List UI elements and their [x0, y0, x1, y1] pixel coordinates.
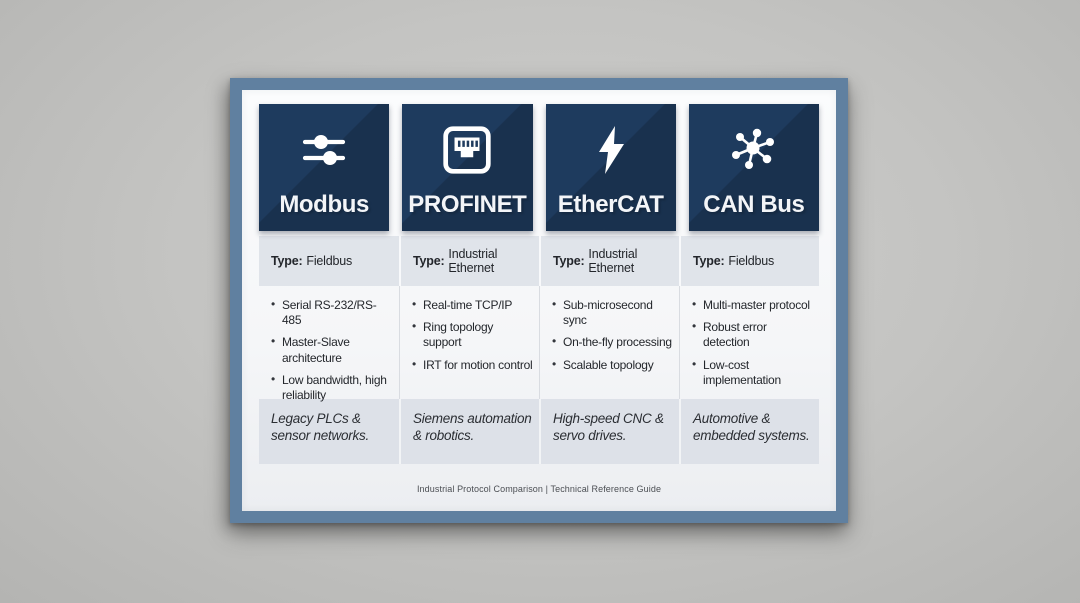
features-cell-canbus: Multi-master protocol Robust error detec…	[679, 286, 819, 411]
protocol-name: EtherCAT	[557, 191, 664, 218]
type-value: Fieldbus	[728, 254, 775, 268]
protocol-name: PROFINET	[408, 191, 527, 218]
use-case-cell-profinet: Siemens automation & robotics.	[399, 399, 539, 464]
feature-item: Ring topology support	[412, 319, 534, 350]
type-label: Type:	[413, 254, 445, 268]
feature-item: Multi-master protocol	[692, 297, 814, 313]
protocol-name: Modbus	[279, 191, 369, 218]
feature-item: IRT for motion control	[412, 357, 534, 373]
type-cell-canbus: Type: Fieldbus	[679, 236, 819, 286]
feature-list: Sub-microsecond sync On-the-fly processi…	[552, 297, 674, 373]
feature-item: Sub-microsecond sync	[552, 297, 674, 328]
type-row: Type: Fieldbus Type: Industrial Ethernet…	[259, 236, 819, 286]
use-case-row: Legacy PLCs & sensor networks. Siemens a…	[259, 399, 819, 464]
long-shadow-overlay	[259, 104, 390, 231]
protocol-tile-modbus: Modbus	[259, 104, 390, 231]
long-shadow-overlay	[688, 104, 819, 231]
network-hub-icon	[729, 104, 779, 191]
features-cell-profinet: Real-time TCP/IP Ring topology support I…	[399, 286, 539, 411]
feature-item: Robust error detection	[692, 319, 814, 350]
feature-item: Real-time TCP/IP	[412, 297, 534, 313]
type-cell-ethercat: Type: Industrial Ethernet	[539, 236, 679, 286]
type-value: Fieldbus	[306, 254, 353, 268]
feature-item: On-the-fly processing	[552, 334, 674, 350]
protocol-name: CAN Bus	[703, 191, 805, 218]
poster-footer-caption: Industrial Protocol Comparison | Technic…	[416, 484, 662, 494]
use-case-cell-modbus: Legacy PLCs & sensor networks.	[271, 411, 370, 444]
type-value: Industrial Ethernet	[448, 247, 498, 275]
use-case-cell-ethercat: High-speed CNC & servo drives.	[539, 399, 679, 464]
type-cell-modbus: Type: Fieldbus	[259, 236, 399, 286]
protocol-tile-ethercat: EtherCAT	[545, 104, 676, 231]
lightning-bolt-icon	[594, 104, 628, 191]
feature-item: Scalable topology	[552, 357, 674, 373]
protocol-tile-profinet: PROFINET	[402, 104, 533, 231]
feature-item: Master-Slave architecture	[271, 334, 394, 365]
feature-list: Real-time TCP/IP Ring topology support I…	[412, 297, 534, 373]
features-cell-ethercat: Sub-microsecond sync On-the-fly processi…	[539, 286, 679, 411]
ethernet-port-icon	[441, 104, 493, 191]
feature-item: Low-cost implementation	[692, 357, 814, 388]
type-value: Industrial Ethernet	[588, 247, 638, 275]
type-cell-profinet: Type: Industrial Ethernet	[399, 236, 539, 286]
feature-item: Serial RS-232/RS-485	[271, 297, 394, 328]
sliders-icon	[298, 104, 350, 191]
protocol-header-row: Modbus	[259, 104, 819, 231]
poster-mat: Modbus	[242, 90, 836, 511]
long-shadow-overlay	[402, 104, 533, 231]
use-case-cell-canbus: Automotive & embedded systems.	[679, 399, 819, 464]
feature-item: Low bandwidth, high reliability	[271, 372, 394, 403]
protocol-tile-canbus: CAN Bus	[688, 104, 819, 231]
framed-poster: Modbus	[230, 78, 848, 523]
type-label: Type:	[693, 254, 725, 268]
type-label: Type:	[553, 254, 585, 268]
feature-list: Serial RS-232/RS-485 Master-Slave archit…	[271, 297, 394, 403]
long-shadow-overlay	[545, 104, 676, 231]
features-row: Serial RS-232/RS-485 Master-Slave archit…	[259, 286, 819, 411]
features-cell-modbus: Serial RS-232/RS-485 Master-Slave archit…	[259, 286, 399, 410]
feature-list: Multi-master protocol Robust error detec…	[692, 297, 814, 388]
type-label: Type:	[271, 254, 303, 268]
